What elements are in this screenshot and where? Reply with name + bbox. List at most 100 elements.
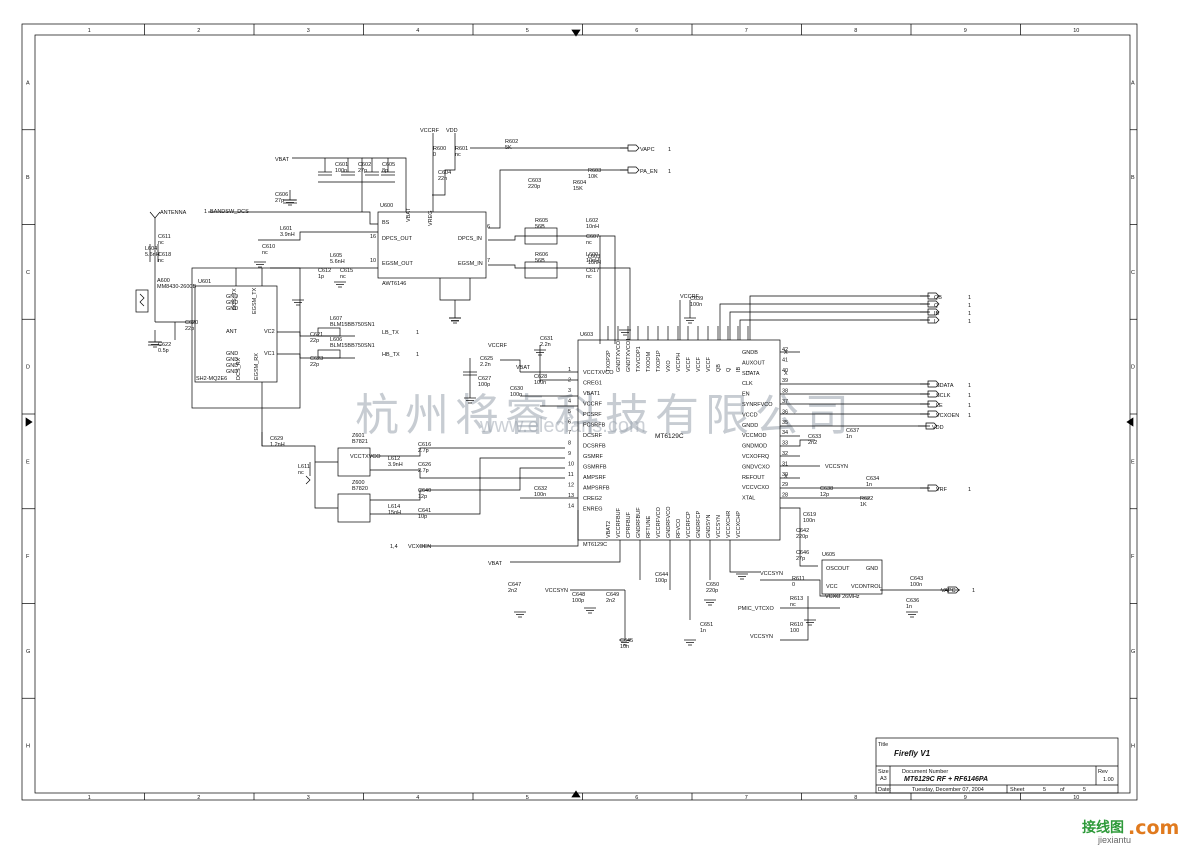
component-ref: C631 xyxy=(540,336,553,342)
label: 1 xyxy=(968,413,971,419)
component-value: 2n2 xyxy=(808,440,817,446)
label: 1 xyxy=(972,588,975,594)
tx-pin-right: AUXOUT xyxy=(742,360,766,366)
component-ref: C611 xyxy=(158,234,171,240)
component-ref: R606 xyxy=(535,252,548,258)
component-value: 1K xyxy=(860,502,867,508)
svg-text:Document Number: Document Number xyxy=(902,769,948,775)
component-ref: L605 xyxy=(330,253,342,259)
tx-pin-num: 30 xyxy=(782,472,788,478)
component-value: 2n2 xyxy=(508,588,517,594)
column-label: 8 xyxy=(854,795,857,801)
column-label: 4 xyxy=(416,795,419,801)
tx-pin-left: VBAT1 xyxy=(583,391,600,397)
component-ref: C607 xyxy=(586,234,599,240)
component-value: 100p xyxy=(655,578,667,584)
svg-text:Title: Title xyxy=(878,742,888,748)
tx-pin-num: 35 xyxy=(782,420,788,426)
row-label: C xyxy=(26,270,30,276)
tx-pin-left: VCCRF xyxy=(583,402,603,408)
component-ref: C627 xyxy=(478,376,491,382)
component-value: 100n xyxy=(335,168,347,174)
component-value: 1.2nH xyxy=(270,442,285,448)
tx-pin-right: REFOUT xyxy=(742,475,765,481)
component-value: 100p xyxy=(478,382,490,388)
row-label: D xyxy=(26,365,30,371)
component-ref: C602 xyxy=(358,162,371,168)
component-value: nc xyxy=(298,470,304,476)
row-label: G xyxy=(1131,649,1135,655)
label: BANDSW_DCS xyxy=(210,209,249,215)
tx-pin-left: ENREG xyxy=(583,507,603,513)
component-ref: L600 xyxy=(586,252,598,258)
tx-pin-bottom: CPRFBUF xyxy=(626,511,632,538)
tx-pin-top: TXOP1P xyxy=(656,350,662,372)
component-ref: C610 xyxy=(262,244,275,250)
label: VCCRF xyxy=(488,343,508,349)
tx-pin-bottom: VCCRFVCO xyxy=(656,506,662,538)
svg-text:EGSM_RX: EGSM_RX xyxy=(254,353,260,380)
column-label: 4 xyxy=(416,28,419,34)
tx-pin-top: VCCPH xyxy=(676,353,682,372)
component-value: nc xyxy=(262,250,268,256)
tx-pin-num: 39 xyxy=(782,378,788,384)
component-ref: R602 xyxy=(505,139,518,145)
component-ref: C638 xyxy=(820,486,833,492)
component-ref: R610 xyxy=(790,622,803,628)
tx-pin-bottom: RFVCO xyxy=(676,518,682,538)
component-ref: C644 xyxy=(655,572,668,578)
tx-pin-num: 40 xyxy=(782,368,788,374)
svg-text:of: of xyxy=(1060,787,1065,793)
tx-pin-num: 2 xyxy=(568,378,571,384)
tx-pin-left: PCSRFB xyxy=(583,423,606,429)
component-value: 10K xyxy=(588,174,598,180)
tx-pin-num: 8 xyxy=(568,441,571,447)
tx-pin-right: SDATA xyxy=(742,371,760,377)
component-ref: A600 xyxy=(157,278,170,284)
label: 1 xyxy=(668,147,671,153)
svg-text:EGSM_OUT: EGSM_OUT xyxy=(382,261,414,267)
svg-text:GND: GND xyxy=(866,566,878,572)
component-value: 8p xyxy=(382,168,388,174)
tx-pin-right: GNDB xyxy=(742,350,758,356)
tx-pin-left: AMPSRF xyxy=(583,475,607,481)
svg-text:VC1: VC1 xyxy=(264,351,275,357)
svg-text:DCS_TX: DCS_TX xyxy=(232,288,238,310)
component-value: 1n xyxy=(700,628,706,634)
svg-text:.com: .com xyxy=(1128,817,1179,839)
component-value: 5.6nH xyxy=(145,252,160,258)
svg-text:GND: GND xyxy=(226,300,238,306)
label: I xyxy=(934,319,936,325)
tx-pin-left: DCSRF xyxy=(583,433,603,439)
component-ref: L602 xyxy=(586,218,598,224)
tx-pin-bottom: VCCRFCP xyxy=(686,511,692,538)
component-ref: C639 xyxy=(690,296,703,302)
svg-text:ANT: ANT xyxy=(226,329,238,335)
label: X xyxy=(784,371,788,377)
tx-pin-num: 5 xyxy=(568,409,571,415)
component-value: 27p xyxy=(275,198,284,204)
component-ref: C640 xyxy=(418,488,431,494)
component-ref: Z601 xyxy=(352,433,365,439)
row-label: E xyxy=(26,459,30,465)
component-ref: L604 xyxy=(145,246,157,252)
component-value: 0.5p xyxy=(158,348,169,354)
component-ref: C626 xyxy=(418,462,431,468)
row-label: B xyxy=(1131,175,1135,181)
component-value: 220p xyxy=(796,534,808,540)
tx-pin-num: 12 xyxy=(568,483,574,489)
component-value: nc xyxy=(158,240,164,246)
component-value: 100p xyxy=(572,598,584,604)
component-ref: C649 xyxy=(606,592,619,598)
component-ref: C651 xyxy=(700,622,713,628)
svg-text:DPCS_OUT: DPCS_OUT xyxy=(382,236,413,242)
row-label: G xyxy=(26,649,30,655)
center-marker-right xyxy=(1126,417,1134,427)
component-value: 220p xyxy=(528,184,540,190)
component-value: 15nH xyxy=(388,510,401,516)
tx-pin-bottom: GNDRFVCO xyxy=(666,506,672,538)
component-ref: C622 xyxy=(158,342,171,348)
label: VCCSYN xyxy=(545,588,568,594)
